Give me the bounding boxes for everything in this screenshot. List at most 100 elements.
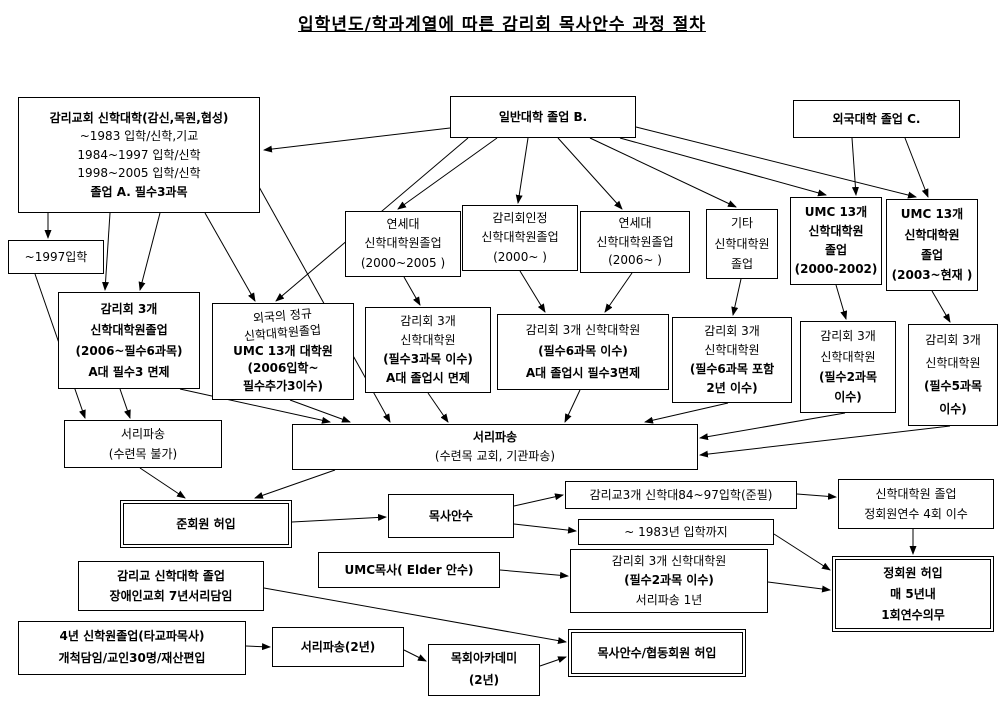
flow-box-until-1983-admission: ~ 1983년 입학까지 (578, 519, 774, 545)
flow-box-line: 일반대학 졸업 B. (498, 109, 588, 124)
flow-box-line: 감리회 3개 (100, 301, 158, 316)
flow-box-line: 목사안수 (428, 508, 474, 523)
flow-arrow (403, 276, 421, 306)
flow-box-line: (수련목 불가) (108, 447, 178, 461)
flow-box-seori-pasong-main: 서리파송 (수련목 교회, 기관파송) (292, 424, 698, 470)
flow-box-line: (2년) (468, 673, 500, 687)
flow-box-umc-elder-ordained: UMC목사( Elder 안수) (318, 552, 500, 588)
flow-box-line: 신학대학원 (704, 342, 760, 357)
flow-box-line: (2006입학~ (247, 361, 319, 376)
flow-box-line: 신학대학원졸업 (90, 322, 168, 337)
flow-box-line: 1998~2005 입학/신학 (77, 166, 201, 181)
flow-arrow (254, 469, 336, 499)
flow-arrow (931, 290, 951, 323)
flow-box-line: 신학대학원 졸업 (875, 486, 957, 501)
flow-arrow (403, 649, 427, 662)
flow-box-methodist-3-seminary-req6: 감리회 3개 신학대학원(필수6과목 이수)A대 졸업시 필수3면제 (497, 314, 669, 390)
flow-box-line: 목사안수/협동회원 허입 (597, 645, 717, 660)
flow-arrow (513, 493, 564, 507)
flow-box-line: 신학대학원 (820, 349, 876, 364)
flow-box-line: (필수6과목 포함 (689, 362, 775, 376)
flow-box-foreign-university-grad: 외국대학 졸업 C. (793, 100, 960, 138)
flow-box-line: A대 졸업시 면제 (386, 371, 470, 386)
flow-arrow (179, 388, 331, 424)
flow-arrow (557, 137, 623, 210)
flow-arrow (904, 137, 929, 198)
flow-box-line: (수련목 교회, 기관파송) (434, 449, 556, 463)
flow-box-line: ~1983 입학/신학,기교 (79, 129, 199, 144)
flow-box-line: 개척담임/교인30명/재산편입 (58, 651, 206, 665)
flow-arrow (263, 127, 451, 153)
flow-box-associate-member-admission: 준회원 허입 (120, 500, 292, 548)
flow-box-line: 서리파송 (120, 426, 166, 441)
flow-box-line: 1회연수의무 (881, 607, 945, 622)
flow-box-line: 장애인교회 7년서리담임 (109, 589, 233, 603)
flow-box-line: (필수2과목 (819, 370, 877, 384)
flow-box-seori-pasong-2yr: 서리파송(2년) (272, 627, 404, 667)
flow-box-line: (2000~ ) (493, 249, 547, 264)
flow-box-line: 졸업 (730, 257, 754, 272)
flow-box-line: 서리파송 1년 (635, 592, 703, 607)
flow-arrow (289, 399, 351, 423)
flow-arrow (539, 656, 567, 667)
flow-box-line: 연세대 (386, 217, 420, 232)
flow-arrow (397, 137, 498, 210)
flow-box-line: 졸업 A. 필수3과목 (90, 184, 188, 199)
flow-arrow (204, 212, 256, 302)
flow-box-admit-until-1997: ~1997입학 (8, 240, 104, 274)
flow-box-line: ~ 1983년 입학까지 (624, 524, 728, 539)
flow-box-line: 외국대학 졸업 C. (832, 111, 921, 126)
flow-box-line: 필수추가3이수) (242, 378, 324, 393)
flow-box-line: 감리회 3개 (925, 333, 981, 348)
flow-arrow (644, 402, 729, 424)
flow-box-4yr-seminary-other-denomination: 4년 신학원졸업(타교파목사) 개척담임/교인30명/재산편입 (18, 621, 246, 675)
flow-box-line: 정회원연수 4회 이수 (864, 507, 968, 521)
flow-box-line: 신학대학원 (925, 356, 981, 371)
flow-arrow (796, 492, 837, 500)
flow-arrow (699, 412, 846, 441)
flow-box-line: 신학대학원 (904, 227, 960, 242)
flow-box-general-university-grad: 일반대학 졸업 B. (450, 96, 636, 138)
flow-box-line: 정회원 허입 (883, 565, 943, 580)
flow-arrow (851, 137, 859, 196)
flow-arrow (619, 137, 827, 197)
flow-box-line: 신학대학원졸업 (364, 236, 442, 251)
flow-box-line: 준회원 허입 (176, 516, 236, 531)
flow-box-line: (2003~현재 ) (891, 268, 973, 283)
flow-arrow (291, 513, 387, 523)
flow-box-line: 감리교 신학대학 졸업 (117, 568, 225, 583)
flow-arrow (119, 388, 131, 419)
flow-box-line: 목회아카데미 (450, 651, 518, 666)
flow-box-line: 감리회 3개 신학대학원 (611, 554, 727, 569)
flow-box-line: 기타 (730, 216, 754, 231)
flow-box-line: (필수2과목 이수) (624, 573, 714, 588)
flow-arrow (138, 212, 161, 291)
flow-box-line: 서리파송 (472, 429, 518, 444)
flow-box-line: 서리파송(2년) (300, 639, 376, 654)
flow-box-line: 이수) (939, 401, 967, 416)
flow-box-line: 감리회 3개 (704, 323, 760, 338)
flow-box-ministry-academy-2yr: 목회아카데미 (2년) (428, 644, 540, 696)
flow-box-line: 4년 신학원졸업(타교파목사) (59, 629, 205, 644)
flow-box-line: 2년 이수) (706, 381, 758, 396)
flow-box-line: 신학대학원졸업 (596, 234, 674, 249)
flow-box-line: (2006~필수6과목) (75, 343, 183, 358)
flow-box-line: 1984~1997 입학/신학 (77, 147, 201, 162)
flow-box-line: 신학대학원 (808, 223, 864, 238)
flow-box-line: (필수3과목 이수) (383, 352, 473, 366)
flow-arrow (699, 425, 951, 458)
flow-arrow (767, 581, 831, 593)
flow-arrow (564, 389, 581, 423)
flow-box-line: 감리교3개 신학대84~97입학(준필) (589, 487, 773, 502)
